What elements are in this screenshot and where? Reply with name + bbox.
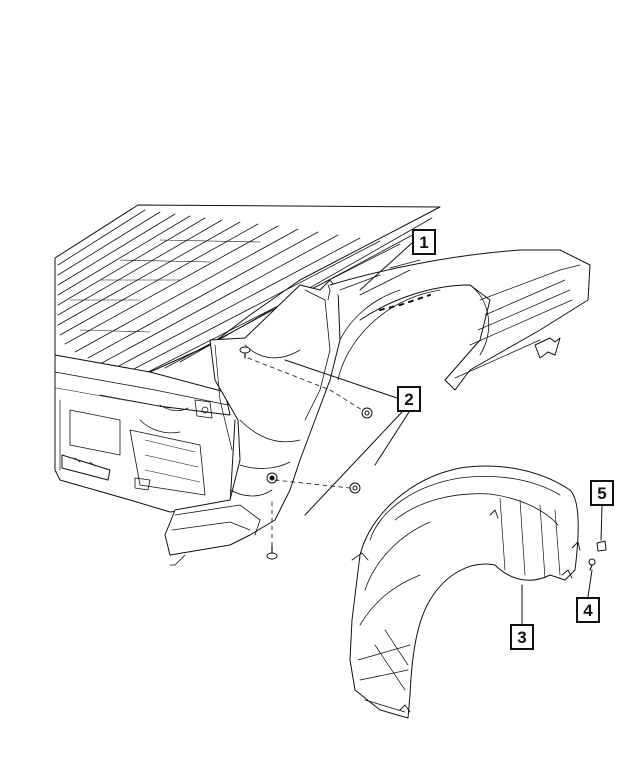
truck-bed-floor bbox=[54, 204, 441, 373]
assembly-lines bbox=[247, 357, 363, 547]
leader-lines bbox=[284, 242, 603, 625]
wheelhouse-inner-panel bbox=[164, 279, 341, 566]
bed-cross-member bbox=[54, 354, 236, 513]
fender-liner bbox=[349, 465, 581, 719]
callout-3: 3 bbox=[510, 624, 534, 650]
callout-1: 1 bbox=[412, 229, 436, 255]
callout-5: 5 bbox=[590, 480, 614, 506]
callout-4: 4 bbox=[576, 597, 600, 623]
bed-side-panel bbox=[329, 249, 591, 391]
fasteners bbox=[239, 346, 607, 571]
callout-2: 2 bbox=[397, 386, 421, 412]
